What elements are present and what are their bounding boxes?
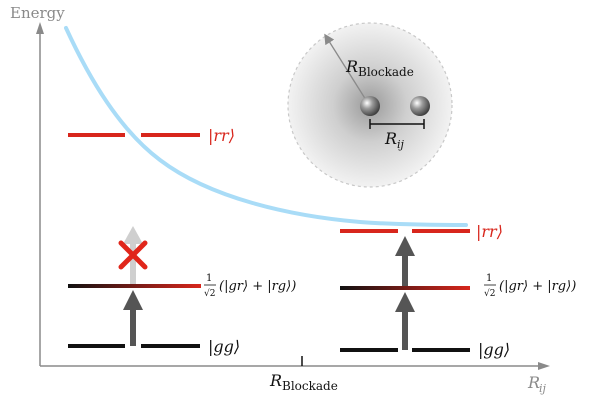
svg-text:R: R <box>527 373 540 392</box>
right-mid-label: 1 √2 (|gr⟩ + |rg⟩) <box>484 273 576 299</box>
svg-text:1: 1 <box>486 273 492 284</box>
blockade-sphere: R Blockade R ij <box>287 22 453 188</box>
svg-text:(|gr⟩ + |rg⟩): (|gr⟩ + |rg⟩) <box>499 279 576 294</box>
left-mid-level <box>68 284 201 288</box>
x-axis-arrowhead <box>538 362 550 370</box>
right-excitation-arrow-lower <box>395 292 415 350</box>
svg-text:R: R <box>384 129 397 148</box>
x-axis-label: R ij <box>527 373 547 395</box>
left-system: |rr⟩ 1 √2 (|gr⟩ + |rg⟩) |gg⟩ <box>68 126 296 356</box>
svg-text:(|gr⟩ + |rg⟩): (|gr⟩ + |rg⟩) <box>219 279 296 294</box>
left-mid-label: 1 √2 (|gr⟩ + |rg⟩) <box>204 273 296 299</box>
distance-label: R ij <box>384 129 405 151</box>
radius-label: R Blockade <box>345 57 414 79</box>
y-axis-label: Energy <box>10 4 65 22</box>
svg-text:Blockade: Blockade <box>282 379 338 393</box>
svg-text:√2: √2 <box>484 288 495 299</box>
right-system: |rr⟩ 1 √2 (|gr⟩ + |rg⟩) |gg⟩ <box>340 222 576 359</box>
distance-bar <box>369 119 425 129</box>
svg-text:ij: ij <box>397 138 405 151</box>
axes: Energy R ij R Blockade <box>10 4 550 395</box>
left-gg-label: |gg⟩ <box>208 337 240 356</box>
svg-text:R: R <box>345 57 358 76</box>
radius-arrow <box>324 33 367 101</box>
blocked-cross-icon <box>118 240 148 270</box>
right-gg-label: |gg⟩ <box>478 340 510 359</box>
svg-text:R: R <box>269 371 282 390</box>
right-mid-level <box>340 286 470 290</box>
x-tick-label: R Blockade <box>269 371 338 393</box>
left-blocked-arrow <box>123 226 143 284</box>
right-rr-label: |rr⟩ <box>476 222 503 241</box>
y-axis-arrowhead <box>36 22 44 34</box>
svg-text:1: 1 <box>206 273 212 284</box>
atom-left <box>360 96 380 116</box>
interaction-curve <box>64 26 468 227</box>
atom-right <box>410 96 430 116</box>
left-excitation-arrow <box>123 290 143 346</box>
svg-text:√2: √2 <box>204 288 215 299</box>
svg-text:ij: ij <box>539 382 547 395</box>
right-excitation-arrow-upper <box>395 236 415 286</box>
left-rr-label: |rr⟩ <box>208 126 235 145</box>
svg-text:Blockade: Blockade <box>358 65 414 79</box>
